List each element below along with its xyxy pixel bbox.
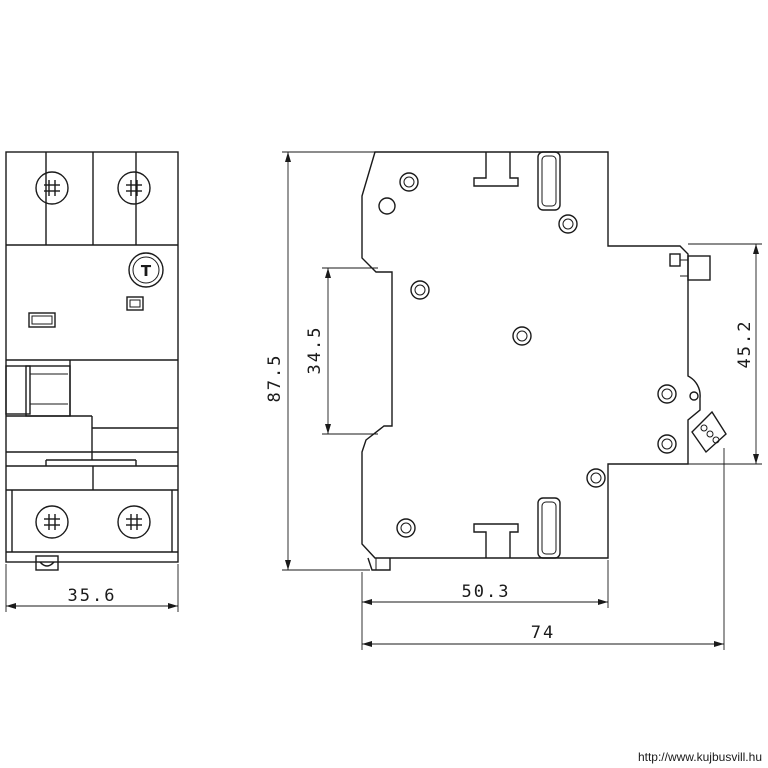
rivet-icon bbox=[657, 434, 677, 454]
rivet-icon bbox=[512, 326, 532, 346]
indicator-window bbox=[126, 296, 144, 311]
hole-icon bbox=[378, 197, 396, 215]
dimension-height: 87.5 bbox=[265, 151, 376, 571]
terminal-screw-icon bbox=[117, 171, 151, 205]
rivet-icon bbox=[586, 468, 606, 488]
toggle-lever-side bbox=[689, 391, 727, 454]
total-depth-dimension-label: 74 bbox=[531, 623, 555, 643]
rivet-icon bbox=[396, 518, 416, 538]
source-url: http://www.kujbusvill.hu bbox=[637, 750, 762, 764]
test-button-knob bbox=[687, 255, 711, 281]
dimension-width: 35.6 bbox=[5, 564, 179, 612]
depth-dimension-label: 50.3 bbox=[462, 582, 511, 602]
rail-dimension-label: 34.5 bbox=[305, 326, 325, 375]
rivet-icon bbox=[558, 214, 578, 234]
dimension-total-depth: 74 bbox=[362, 448, 725, 650]
dimension-rail: 34.5 bbox=[305, 267, 378, 435]
dimension-front-height: 45.2 bbox=[688, 243, 762, 465]
front-view: T bbox=[5, 151, 179, 612]
height-dimension-label: 87.5 bbox=[265, 354, 285, 403]
din-clip bbox=[35, 555, 59, 571]
side-body-outline bbox=[361, 151, 701, 559]
test-button-stem bbox=[669, 253, 681, 267]
front-body-outline bbox=[5, 151, 179, 563]
rivet-icon bbox=[399, 172, 419, 192]
dimension-depth: 50.3 bbox=[361, 560, 609, 650]
indicator-window bbox=[28, 312, 56, 328]
width-dimension-label: 35.6 bbox=[68, 586, 117, 606]
front-height-dimension-label: 45.2 bbox=[735, 320, 755, 369]
toggle-lever bbox=[5, 365, 31, 415]
terminal-screw-icon bbox=[35, 505, 69, 539]
test-button-icon bbox=[128, 252, 164, 288]
terminal-screw-icon bbox=[117, 505, 151, 539]
rivet-icon bbox=[410, 280, 430, 300]
terminal-screw-icon bbox=[35, 171, 69, 205]
side-view: 87.5 34.5 45.2 50.3 bbox=[265, 151, 762, 650]
test-button-letter: T bbox=[141, 262, 152, 280]
rivet-icon bbox=[657, 384, 677, 404]
